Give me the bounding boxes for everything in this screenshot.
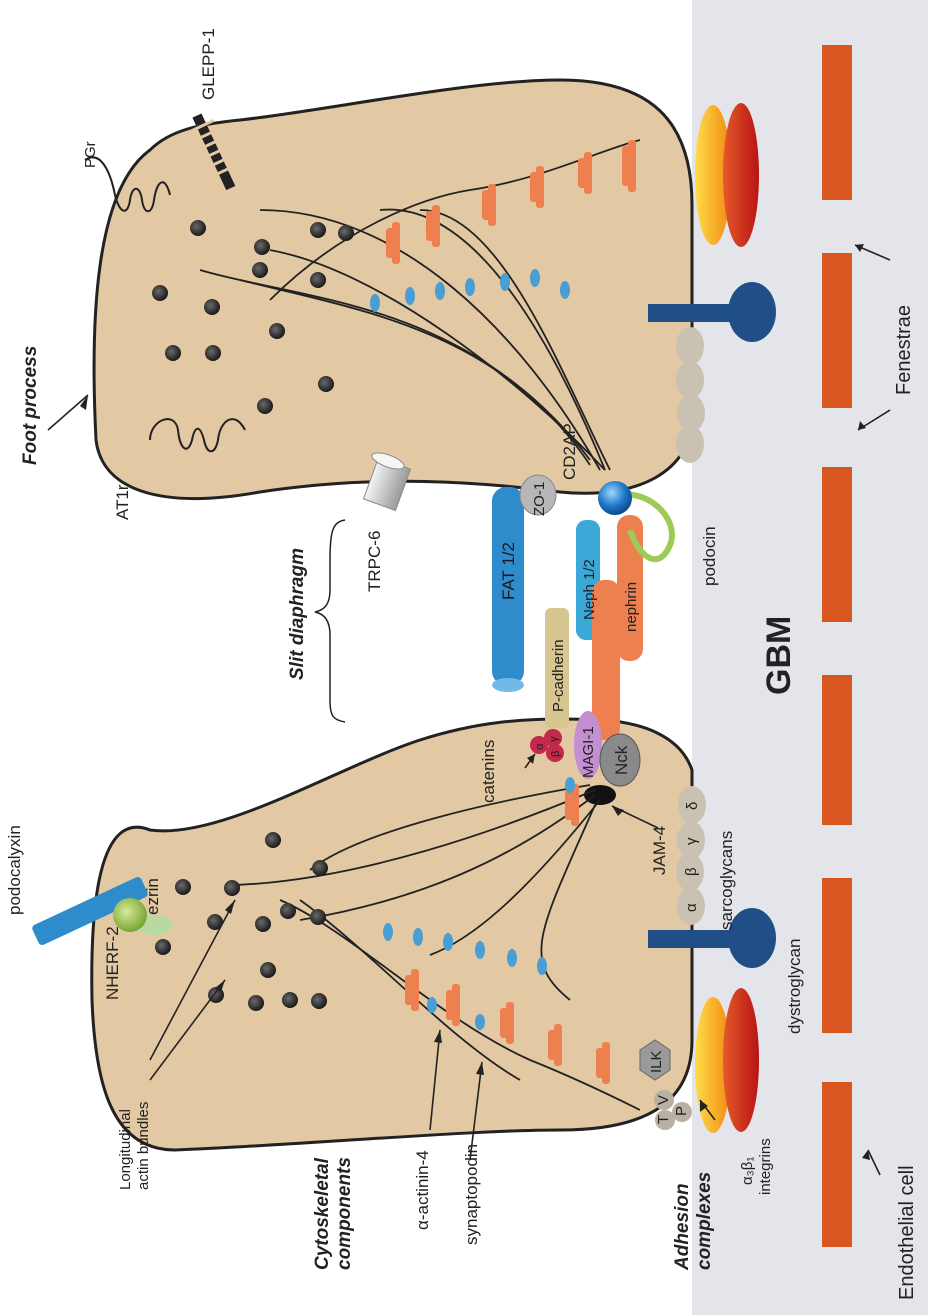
label-sarco-beta: β [683, 867, 700, 876]
label-podocin: podocin [700, 526, 719, 586]
label-nck: Nck [612, 745, 631, 775]
label-fenestrae: Fenestrae [893, 305, 915, 395]
label-ilk: ILK [648, 1050, 665, 1073]
label-sarcoglycans: sarcoglycans [717, 831, 736, 930]
label-pgr: PGr [82, 141, 99, 168]
label-fat12: FAT 1/2 [499, 542, 518, 600]
label-magi1: MAGI-1 [580, 726, 597, 778]
label-longitudinal-1: Longitudinal [117, 1109, 134, 1190]
label-adhesion-1: Adhesion [672, 1183, 693, 1271]
label-sarco-alpha: α [683, 903, 700, 912]
foot-process-top [94, 80, 692, 499]
label-cd2ap: CD2AP [560, 423, 579, 480]
jam4-icon [584, 785, 616, 805]
label-nherf2: NHERF-2 [103, 926, 122, 1000]
label-cytoskeletal-1: Cytoskeletal [312, 1157, 333, 1270]
label-synaptopodin: synaptopodin [462, 1144, 481, 1245]
label-catenin-gamma: γ [548, 736, 560, 742]
cd2ap-icon [598, 481, 632, 515]
label-v: V [655, 1095, 672, 1105]
label-p: P [673, 1106, 690, 1116]
label-longitudinal-2: actin bundles [135, 1102, 152, 1190]
label-alpha-actinin4: α-actinin-4 [413, 1150, 432, 1230]
label-integrins-1: α₃β₁ [739, 1157, 756, 1185]
label-trpc6: TRPC-6 [365, 531, 384, 592]
slit-diaphragm-brace [315, 520, 345, 722]
label-sarco-delta: δ [684, 802, 701, 810]
label-dystroglycan: dystroglycan [785, 939, 804, 1034]
label-neph12: Neph 1/2 [581, 559, 598, 620]
label-p-cadherin: P-cadherin [550, 639, 567, 712]
label-catenin-alpha: α [534, 743, 546, 750]
label-podocalyxin: podocalyxin [5, 825, 24, 915]
label-slit-diaphragm: Slit diaphragm [287, 548, 308, 680]
label-foot-process: Foot process [20, 346, 41, 465]
label-catenins: catenins [479, 740, 498, 803]
label-t: T [655, 1115, 672, 1124]
label-sarco-gamma: γ [683, 837, 700, 845]
label-adhesion-2: complexes [694, 1172, 715, 1270]
label-jam4: JAM-4 [650, 826, 669, 875]
label-ezrin: ezrin [143, 878, 162, 915]
label-endothelial-cell: Endothelial cell [896, 1165, 918, 1300]
label-at1r: AT1r [113, 484, 132, 520]
label-cytoskeletal-2: components [334, 1157, 355, 1270]
label-gbm: GBM [760, 616, 798, 695]
label-nephrin: nephrin [623, 582, 640, 632]
label-integrins-2: integrins [757, 1138, 774, 1195]
label-catenin-beta: β [550, 751, 562, 757]
label-zo1: ZO-1 [531, 482, 548, 516]
label-glepp1: GLEPP-1 [199, 28, 218, 100]
